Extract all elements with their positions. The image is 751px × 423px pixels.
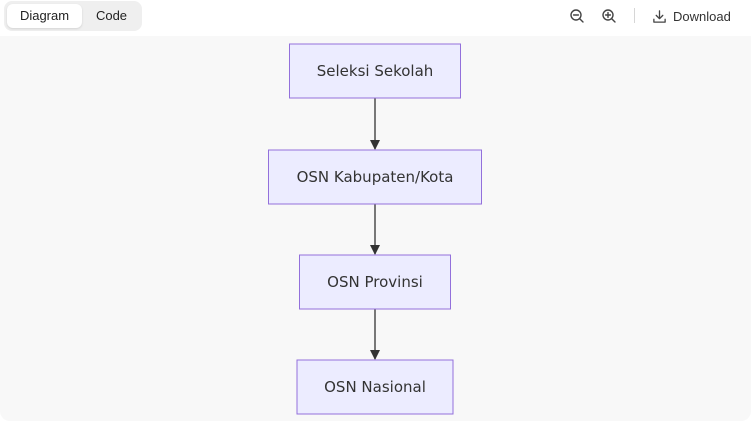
node-label: Seleksi Sekolah <box>317 62 434 80</box>
download-label: Download <box>673 8 731 24</box>
node-d: OSN Nasional <box>296 359 454 415</box>
toolbar-divider <box>634 8 635 23</box>
node-label: OSN Kabupaten/Kota <box>297 168 454 186</box>
tab-code[interactable]: Code <box>95 8 128 23</box>
node-box <box>296 359 454 415</box>
zoom-out-button[interactable] <box>569 6 587 26</box>
node-box <box>299 254 451 310</box>
download-icon <box>653 9 666 23</box>
zoom-in-button[interactable] <box>601 6 619 26</box>
zoom-in-icon <box>602 9 616 23</box>
toolbar: Diagram Code Download <box>0 0 751 36</box>
node-label: OSN Nasional <box>324 378 426 396</box>
node-a: Seleksi Sekolah <box>289 43 461 99</box>
view-tabs: Diagram Code <box>4 1 142 31</box>
node-box <box>268 149 482 205</box>
node-b: OSN Kabupaten/Kota <box>268 149 482 205</box>
node-c: OSN Provinsi <box>299 254 451 310</box>
zoom-out-icon <box>570 9 584 23</box>
download-button[interactable]: Download <box>652 6 744 26</box>
node-label: OSN Provinsi <box>327 273 423 291</box>
node-box <box>289 43 461 99</box>
tab-diagram[interactable]: Diagram <box>7 4 82 28</box>
